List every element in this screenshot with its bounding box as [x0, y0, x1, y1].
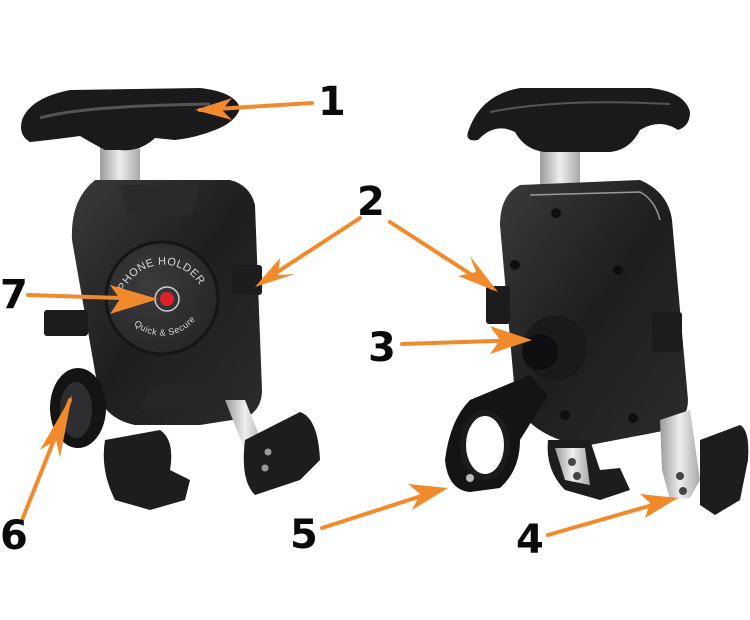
top-clamp-pad [21, 88, 240, 151]
front-view: PHONE HOLDER Quick & Secure [21, 88, 320, 510]
rear-side-grip-right [652, 312, 682, 352]
rear-bottom-foot [700, 425, 749, 515]
rear-top-clamp-pad [467, 88, 690, 152]
side-grip-left [44, 310, 88, 336]
callout-label-1: 1 [318, 79, 346, 125]
callout-label-3: 3 [368, 325, 396, 371]
top-ridge [120, 185, 200, 215]
callout-label-6: 6 [0, 513, 28, 559]
bottom-foot-left [103, 430, 190, 510]
rear-view [445, 88, 749, 515]
release-button [160, 292, 174, 306]
clamp-screw [466, 474, 474, 482]
rear-side-grip-left [486, 286, 510, 324]
side-grip-right [232, 265, 262, 295]
callout-label-7: 7 [0, 272, 28, 318]
callout-arrows [20, 98, 678, 537]
callout-label-5: 5 [290, 512, 318, 558]
bottom-foot-right [243, 412, 320, 495]
callout-label-2: 2 [357, 179, 385, 225]
callout-label-4: 4 [516, 517, 544, 563]
